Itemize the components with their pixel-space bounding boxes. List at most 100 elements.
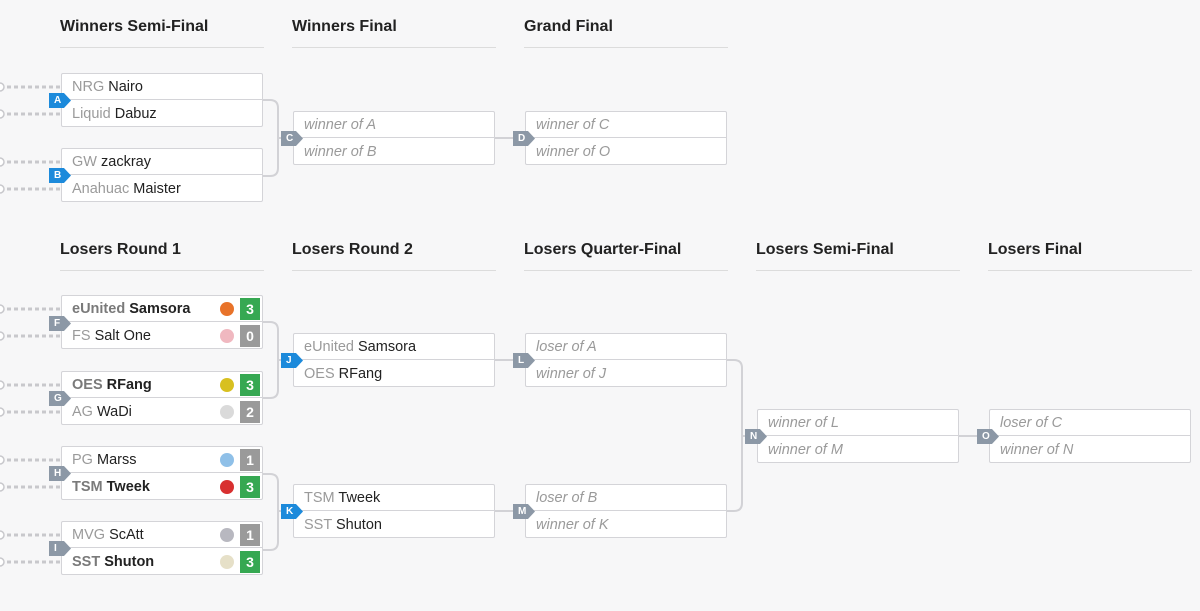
match-slot-bottom[interactable]: SST Shuton 3 xyxy=(62,549,262,575)
match-h[interactable]: PG Marss 1 TSM Tweek 3 xyxy=(61,446,263,500)
team-tag: AG xyxy=(72,404,93,420)
player-name: Samsora xyxy=(129,301,191,317)
score-badge: 3 xyxy=(240,551,260,573)
match-i[interactable]: MVG ScAtt 1 SST Shuton 3 xyxy=(61,521,263,575)
match-slot-bottom[interactable]: winner of O xyxy=(536,144,611,160)
match-flag-i[interactable]: I xyxy=(49,541,71,556)
match-slot-top[interactable]: TSM Tweek xyxy=(294,485,494,511)
match-f[interactable]: eUnited Samsora 3 FS Salt One 0 xyxy=(61,295,263,349)
score-badge: 1 xyxy=(240,449,260,471)
match-flag-k[interactable]: K xyxy=(281,504,303,519)
score-badge: 0 xyxy=(240,325,260,347)
score-badge: 3 xyxy=(240,476,260,498)
character-icon xyxy=(220,528,234,542)
round-title-losers-final: Losers Final xyxy=(988,241,1192,271)
team-tag: GW xyxy=(72,154,97,170)
player-name: zackray xyxy=(101,154,151,170)
match-slot-top[interactable]: GW zackray xyxy=(62,149,262,175)
match-flag-c[interactable]: C xyxy=(281,131,303,146)
match-slot-top[interactable]: eUnited Samsora 3 xyxy=(62,296,262,322)
match-slot-bottom[interactable]: winner of N xyxy=(1000,442,1074,458)
match-slot-top[interactable]: MVG ScAtt 1 xyxy=(62,522,262,548)
character-icon xyxy=(220,302,234,316)
match-flag-o[interactable]: O xyxy=(977,429,999,444)
match-slot-bottom[interactable]: SST Shuton xyxy=(294,512,494,538)
match-c[interactable]: winner of A winner of B xyxy=(293,111,495,165)
round-title-losers-sf: Losers Semi-Final xyxy=(756,241,960,271)
match-slot-top[interactable]: OES RFang 3 xyxy=(62,372,262,398)
match-slot-top[interactable]: eUnited Samsora xyxy=(294,334,494,360)
team-tag: TSM xyxy=(72,479,103,495)
match-flag-g[interactable]: G xyxy=(49,391,71,406)
match-n[interactable]: winner of L winner of M xyxy=(757,409,959,463)
match-slot-bottom[interactable]: OES RFang xyxy=(294,361,494,387)
match-slot-bottom[interactable]: FS Salt One 0 xyxy=(62,323,262,349)
match-o[interactable]: loser of C winner of N xyxy=(989,409,1191,463)
team-tag: PG xyxy=(72,452,93,468)
match-slot-bottom[interactable]: winner of B xyxy=(304,144,377,160)
team-tag: TSM xyxy=(304,490,335,506)
match-slot-bottom[interactable]: Liquid Dabuz xyxy=(62,101,262,127)
match-flag-a[interactable]: A xyxy=(49,93,71,108)
team-tag: eUnited xyxy=(304,339,354,355)
player-name: Tweek xyxy=(106,479,150,495)
round-title-losers-r2: Losers Round 2 xyxy=(292,241,496,271)
match-slot-bottom[interactable]: winner of K xyxy=(536,517,609,533)
match-slot-bottom[interactable]: winner of J xyxy=(536,366,607,382)
score-badge: 3 xyxy=(240,374,260,396)
match-flag-n[interactable]: N xyxy=(745,429,767,444)
match-slot-top[interactable]: loser of B xyxy=(526,485,726,511)
match-slot-top[interactable]: loser of C xyxy=(990,410,1190,436)
team-tag: eUnited xyxy=(72,301,126,317)
team-tag: SST xyxy=(304,517,332,533)
round-title-grand-final: Grand Final xyxy=(524,18,728,48)
match-l[interactable]: loser of A winner of J xyxy=(525,333,727,387)
match-flag-h[interactable]: H xyxy=(49,466,71,481)
character-icon xyxy=(220,405,234,419)
round-title-losers-r1: Losers Round 1 xyxy=(60,241,264,271)
match-k[interactable]: TSM Tweek SST Shuton xyxy=(293,484,495,538)
match-slot-bottom[interactable]: AG WaDi 2 xyxy=(62,399,262,425)
match-flag-l[interactable]: L xyxy=(513,353,535,368)
match-slot-top[interactable]: winner of A xyxy=(294,112,494,138)
score-badge: 3 xyxy=(240,298,260,320)
player-name: RFang xyxy=(338,366,383,382)
team-tag: SST xyxy=(72,554,101,570)
match-slot-top[interactable]: winner of L xyxy=(758,410,958,436)
team-tag: OES xyxy=(72,377,103,393)
round-title-losers-qf: Losers Quarter-Final xyxy=(524,241,728,271)
match-flag-m[interactable]: M xyxy=(513,504,535,519)
player-name: Shuton xyxy=(104,554,155,570)
match-flag-f[interactable]: F xyxy=(49,316,71,331)
match-flag-d[interactable]: D xyxy=(513,131,535,146)
player-name: Salt One xyxy=(94,328,151,344)
match-slot-top[interactable]: NRG Nairo xyxy=(62,74,262,100)
match-m[interactable]: loser of B winner of K xyxy=(525,484,727,538)
player-name: Marss xyxy=(96,452,137,468)
match-a[interactable]: NRG Nairo Liquid Dabuz xyxy=(61,73,263,127)
character-icon xyxy=(220,480,234,494)
player-name: ScAtt xyxy=(109,527,144,543)
team-tag: FS xyxy=(72,328,91,344)
match-slot-top[interactable]: loser of A xyxy=(526,334,726,360)
match-j[interactable]: eUnited Samsora OES RFang xyxy=(293,333,495,387)
match-slot-top[interactable]: winner of C xyxy=(526,112,726,138)
match-g[interactable]: OES RFang 3 AG WaDi 2 xyxy=(61,371,263,425)
match-slot-bottom[interactable]: winner of M xyxy=(768,442,843,458)
team-tag: Anahuac xyxy=(72,181,130,197)
match-d[interactable]: winner of C winner of O xyxy=(525,111,727,165)
match-flag-b[interactable]: B xyxy=(49,168,71,183)
team-tag: NRG xyxy=(72,79,105,95)
match-flag-j[interactable]: J xyxy=(281,353,303,368)
character-icon xyxy=(220,555,234,569)
player-name: RFang xyxy=(106,377,152,393)
match-slot-bottom[interactable]: Anahuac Maister xyxy=(62,176,262,202)
score-badge: 2 xyxy=(240,401,260,423)
team-tag: MVG xyxy=(72,527,106,543)
player-name: Tweek xyxy=(338,490,381,506)
match-slot-top[interactable]: PG Marss 1 xyxy=(62,447,262,473)
match-b[interactable]: GW zackray Anahuac Maister xyxy=(61,148,263,202)
match-slot-bottom[interactable]: TSM Tweek 3 xyxy=(62,474,262,500)
round-title-winners-final: Winners Final xyxy=(292,18,496,48)
